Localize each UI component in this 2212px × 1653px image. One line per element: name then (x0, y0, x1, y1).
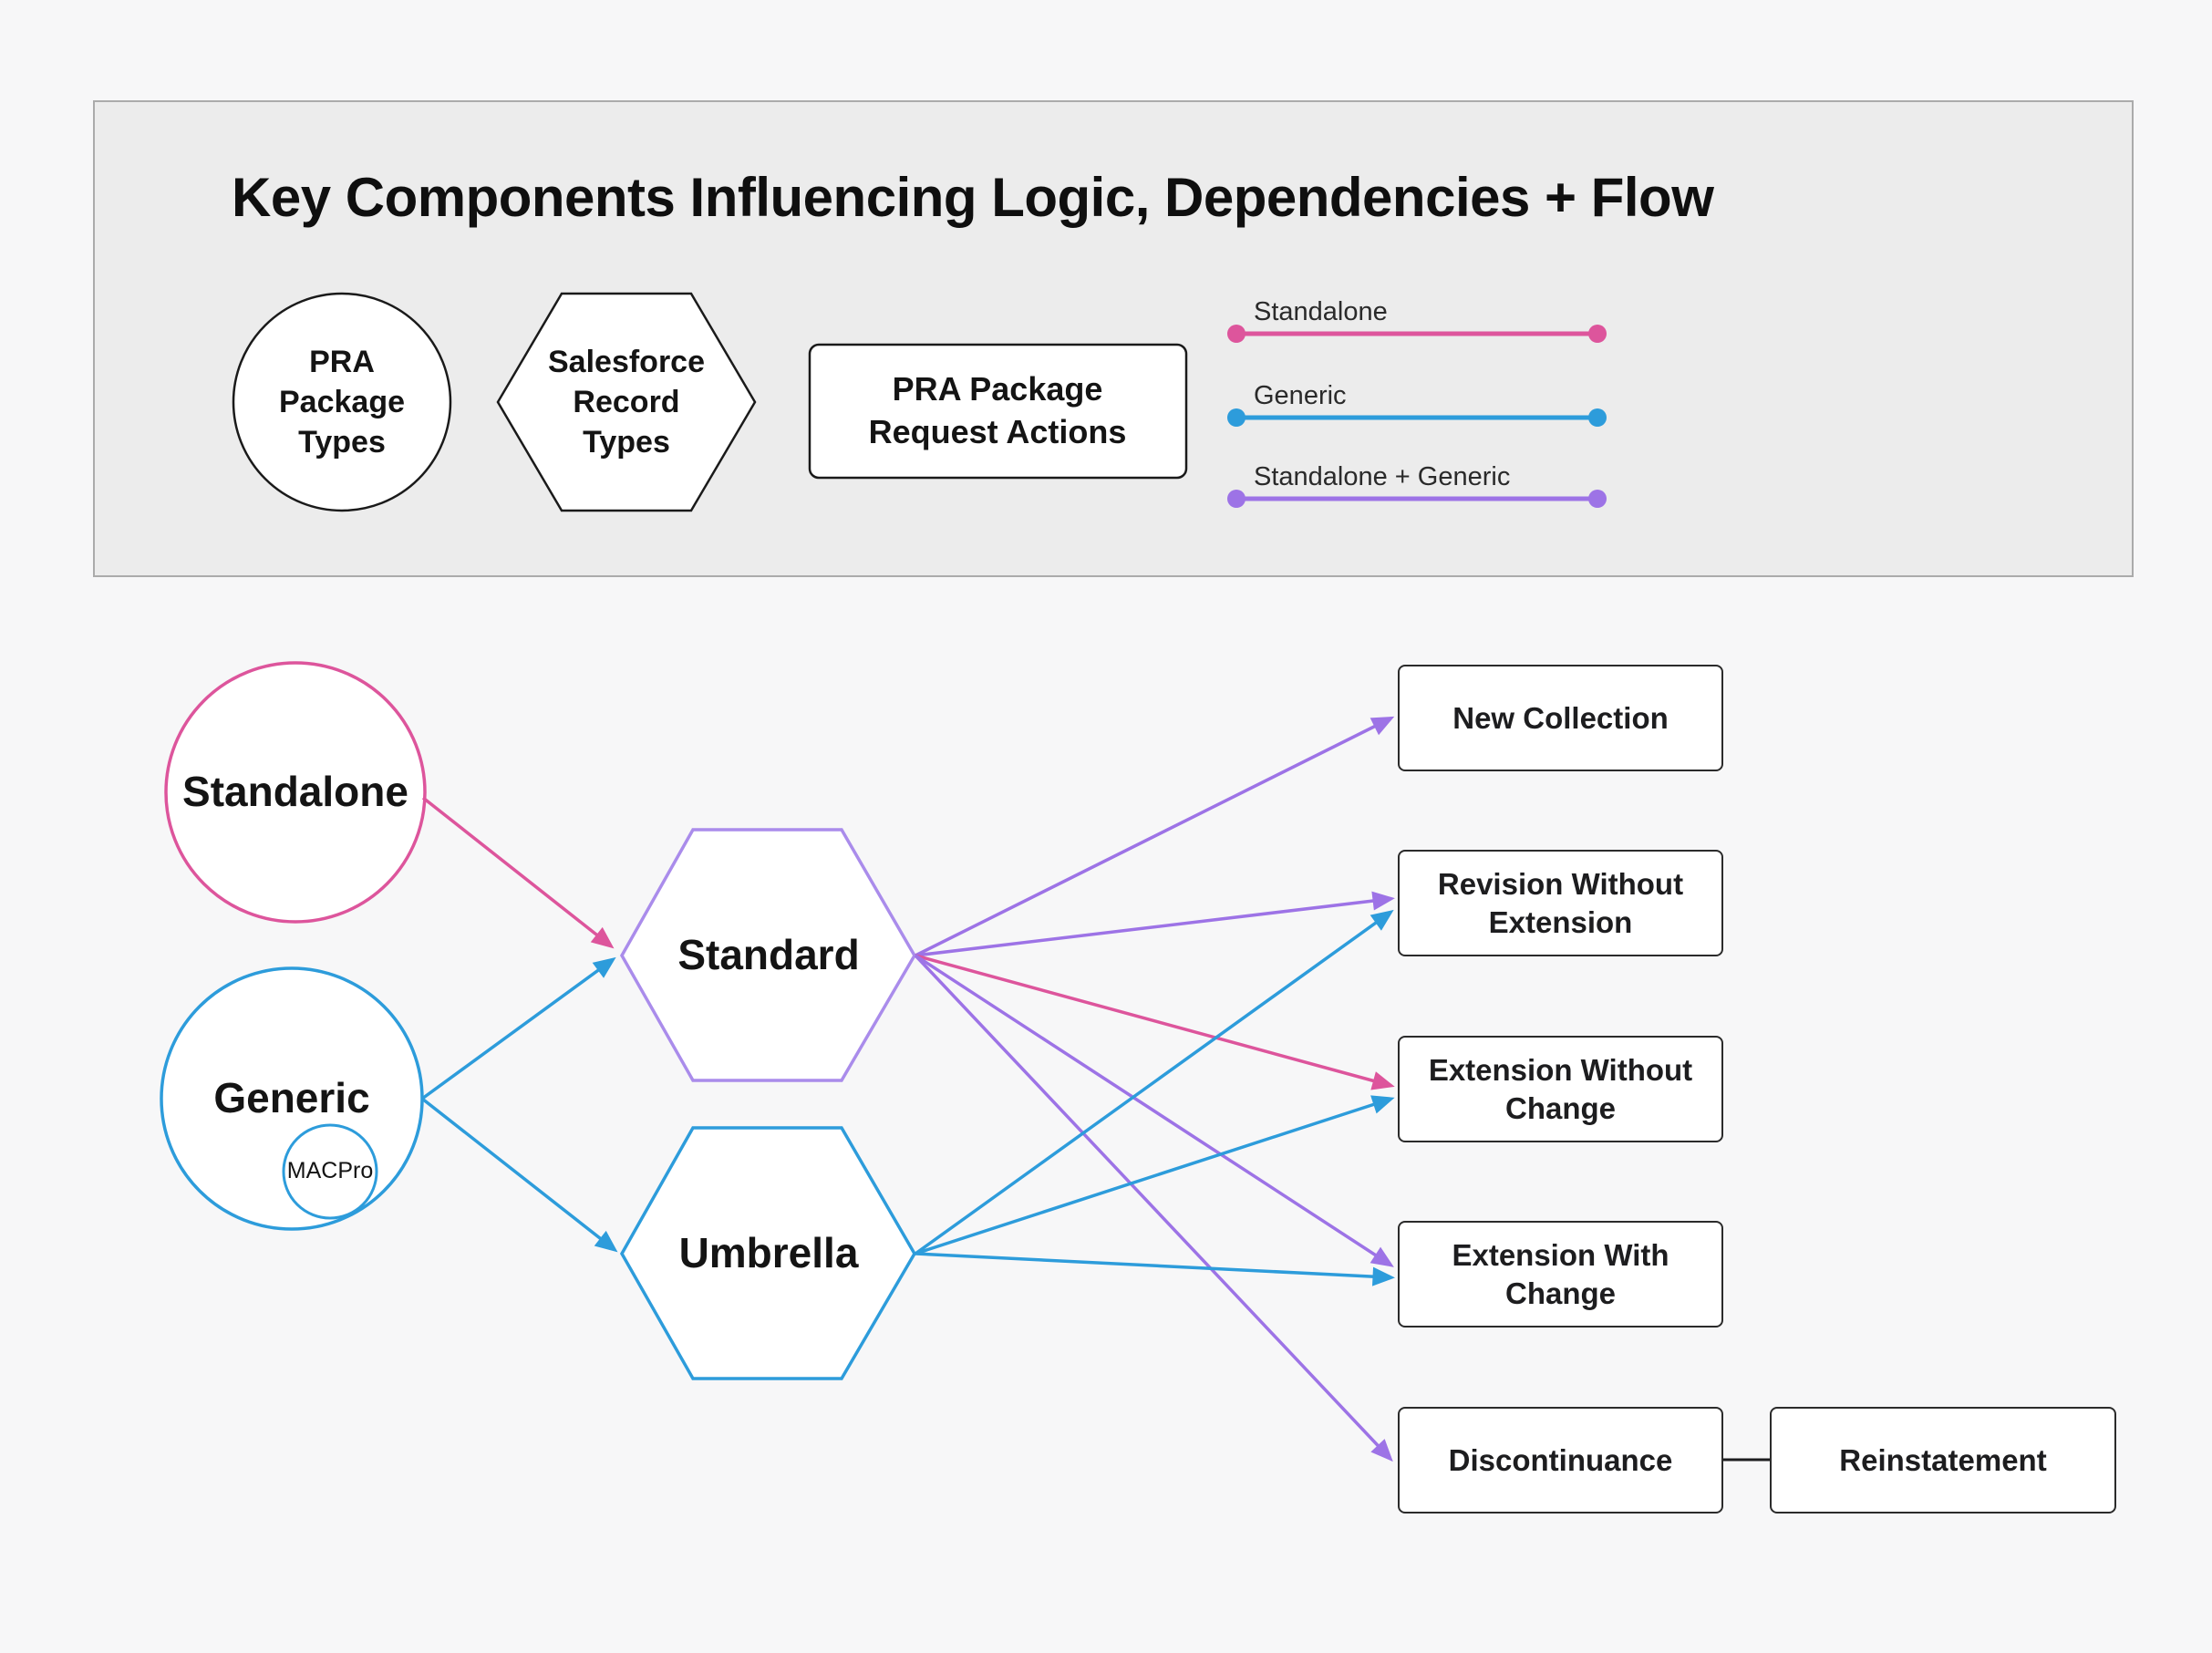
edge-generic-to-standard (420, 956, 616, 1100)
legend-label-standalone-generic: Standalone + Generic (1254, 462, 1511, 491)
action-box-discontinuance: Discontinuance (1398, 1407, 1723, 1514)
macpro-circle-label: MACPro (286, 1158, 374, 1183)
edge-standard-to-extension-with-change (915, 954, 1394, 1267)
edge-standalone-to-standard (421, 796, 615, 949)
edge-standard-to-extension-without-change (915, 954, 1395, 1090)
action-box-extension-with-change: Extension With Change (1398, 1221, 1723, 1328)
action-box-revision-without-extension: Revision Without Extension (1398, 850, 1723, 956)
umbrella-hexagon-label: Umbrella (678, 1229, 859, 1276)
standalone-circle-label: Standalone (182, 768, 408, 815)
standard-hexagon-label: Standard (677, 931, 860, 978)
edge-umbrella-to-revision-without-extension (914, 909, 1394, 1255)
legend-label-standalone: Standalone (1254, 297, 1388, 326)
edge-generic-to-umbrella (420, 1097, 618, 1253)
action-box-reinstatement: Reinstatement (1770, 1407, 2116, 1514)
legend-hexagon-label: Salesforce Record Types (548, 345, 705, 460)
edge-umbrella-to-extension-without-change (915, 1095, 1395, 1255)
action-box-new-collection: New Collection (1398, 665, 1723, 771)
edge-standard-to-discontinuance (914, 954, 1393, 1462)
edge-standard-to-new-collection (915, 716, 1395, 957)
action-box-extension-without-change: Extension Without Change (1398, 1036, 1723, 1142)
legend-circle-label: PRA Package Types (279, 345, 405, 460)
edge-umbrella-to-extension-with-change (915, 1252, 1395, 1286)
edge-standard-to-revision-without-extension (915, 891, 1395, 957)
page-title: Key Components Influencing Logic, Depend… (232, 167, 1714, 228)
generic-circle-label: Generic (213, 1074, 370, 1121)
legend-rectangle-label: PRA Package Request Actions (868, 370, 1127, 450)
legend-label-generic: Generic (1254, 381, 1347, 410)
